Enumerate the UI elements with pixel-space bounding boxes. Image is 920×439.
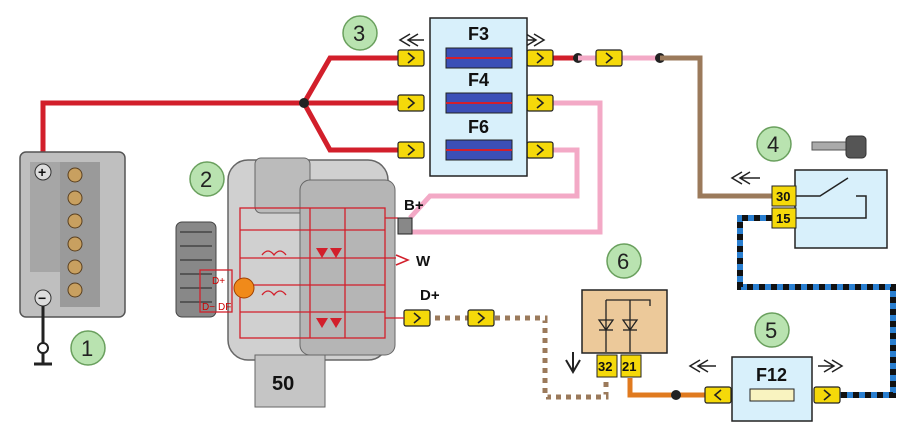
relay-pin-21-label: 21 [622,359,636,374]
wire-to-f6 [301,101,410,153]
battery-minus-label: − [38,290,46,306]
alternator-rating-label: 50 [272,373,294,395]
splice-red [299,98,309,108]
wire-dplus-to-relay [430,315,609,400]
callout-3 [342,15,378,51]
fuse-f12 [749,388,795,402]
wire-to-f3 [301,55,410,105]
callout-2-label: 2 [200,167,212,192]
callout-4 [756,126,792,162]
bplus-terminal [397,217,413,235]
key-icon [811,135,867,159]
terminal-bplus-label: B+ [404,197,424,214]
relay-pin-32 [596,354,618,378]
callout-4-label: 4 [767,132,779,157]
alternator: 50 D+ D− DF [175,157,413,408]
terminal-w-label: W [416,253,431,270]
regulator-brush [233,277,255,299]
fuse-f4-label: F4 [468,70,489,90]
battery: + − [19,151,126,318]
battery-plus-label: + [38,164,46,180]
callout-5-label: 5 [765,318,777,343]
connectors [397,49,841,404]
fuse-f3-label: F3 [468,24,489,44]
callout-6 [606,243,642,279]
wire-f3-to-switch [660,55,772,199]
splice-orange [671,390,681,400]
relay-pin-32-label: 32 [598,359,612,374]
wire-f6-to-bplus [408,147,580,220]
fuse-f6-label: F6 [468,117,489,137]
wire-battery-to-splice [40,100,304,165]
callout-3-label: 3 [353,21,365,46]
ground-symbol-relay [565,352,581,374]
battery-plus-terminal [34,163,52,181]
wire-f12-to-relay [627,378,718,398]
switch-pin-15-label: 15 [776,211,790,226]
callout-1 [70,330,106,366]
callout-6-label: 6 [617,249,629,274]
regulator-df-label: DF [218,302,231,313]
switch-pin-30-label: 30 [776,189,790,204]
fuse-f12-label: F12 [756,365,787,385]
regulator-dplus-label: D+ [212,276,225,287]
regulator-dminus-label: D− [202,302,215,313]
relay-pin-21 [620,354,642,378]
terminal-dplus-label: D+ [420,287,440,304]
wire-f4-to-bplus [410,100,603,235]
switch-contact [796,177,867,219]
callout-2 [189,161,225,197]
callout-1-label: 1 [81,336,93,361]
callout-5 [754,312,790,348]
